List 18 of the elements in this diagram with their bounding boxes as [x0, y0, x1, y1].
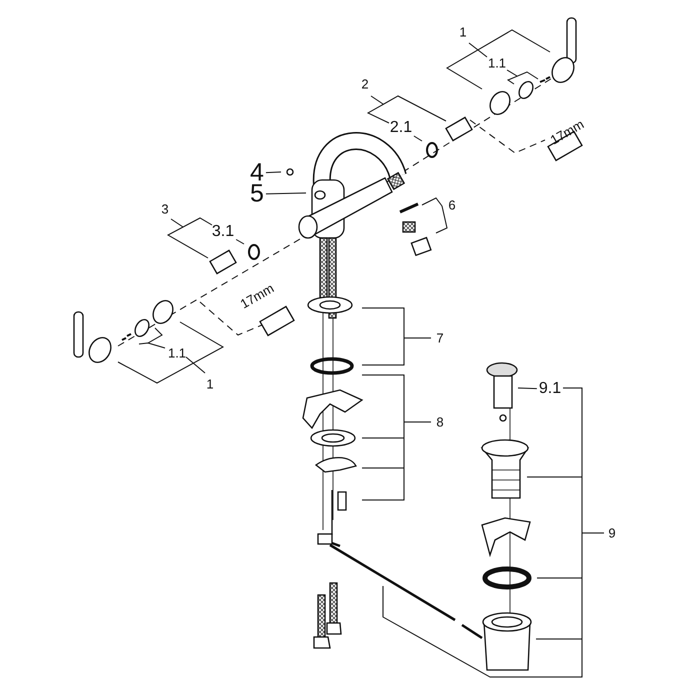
callout-number: 2	[361, 78, 369, 90]
leader-line	[413, 136, 422, 142]
callout-number: 1.1	[488, 56, 506, 70]
callout-number: 7	[436, 332, 444, 344]
callout-number: 9.1	[538, 381, 562, 397]
callout-number: 3.1	[210, 224, 236, 240]
leader-line	[265, 172, 282, 174]
callout-number: 9	[608, 526, 616, 540]
callout-number: 3	[161, 202, 169, 216]
leader-line	[265, 192, 306, 194]
callout-number: 2.1	[388, 120, 414, 136]
leader-line	[518, 388, 538, 390]
callout-number: 1	[459, 26, 467, 38]
callout-number: 1.1	[168, 346, 186, 360]
callout-number: 1	[206, 378, 214, 390]
callout-number: 6	[448, 198, 456, 212]
leader-line	[236, 239, 244, 244]
callout-number: 8	[436, 416, 444, 428]
